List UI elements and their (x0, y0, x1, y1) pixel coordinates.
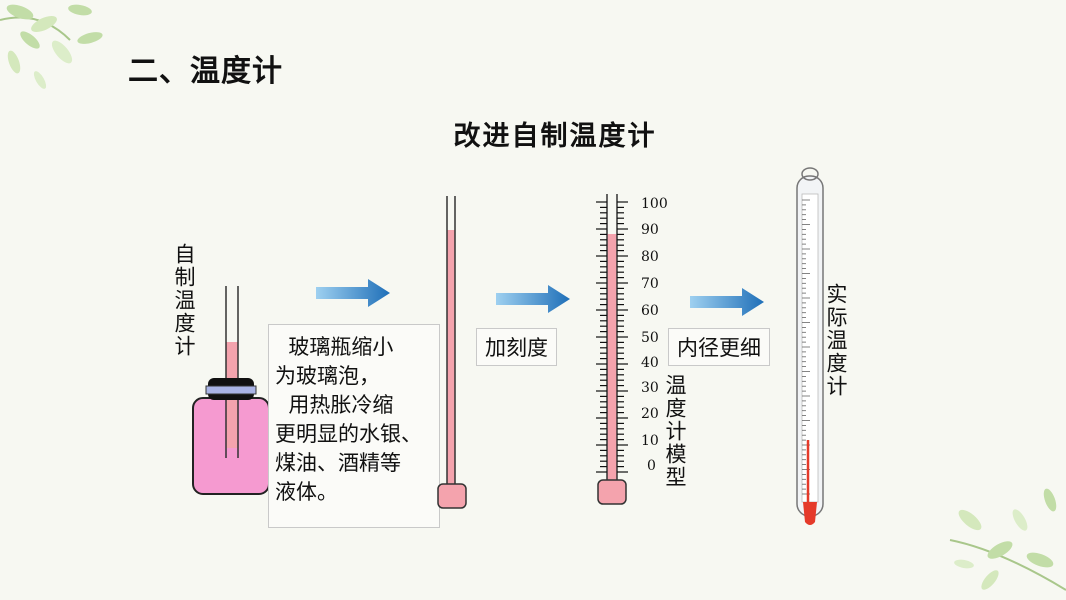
scale-number: 100 (641, 196, 668, 212)
improvement-note-box: 玻璃瓶缩小 为玻璃泡， 用热胀冷缩 更明显的水银、 煤油、酒精等 液体。 (268, 324, 440, 528)
note-line: 更明显的水银、 (275, 422, 422, 446)
arrow-right-icon (496, 285, 570, 313)
thermometer-model-scale (596, 194, 628, 505)
note-line: 玻璃瓶缩小 (275, 335, 394, 359)
homemade-thermometer-label: 自制温度计 (172, 243, 196, 358)
homemade-thermometer-bottle (192, 286, 270, 495)
arrow-right-icon (690, 288, 764, 316)
note-line: 液体。 (275, 480, 338, 504)
note-line: 为玻璃泡， (275, 364, 380, 388)
thinner-bore-box: 内径更细 (668, 328, 770, 366)
glass-tube-thermometer (437, 196, 467, 509)
scale-number: 10 (641, 433, 659, 449)
note-line: 用热胀冷缩 (275, 393, 394, 417)
leaves-decoration-bottom-right (949, 488, 1066, 591)
thermometer-model-label: 温度计模型 (663, 374, 687, 489)
add-scale-box: 加刻度 (476, 328, 557, 366)
arrow-right-icon (316, 279, 390, 307)
scale-number: 50 (641, 330, 659, 346)
scale-numbers: 100 90 80 70 60 50 40 30 20 10 0 (641, 196, 671, 476)
note-line: 煤油、酒精等 (275, 451, 401, 475)
scale-number: 0 (647, 458, 656, 474)
main-title: 改进自制温度计 (453, 121, 657, 152)
scale-number: 20 (641, 406, 659, 422)
real-thermometer-label: 实际温度计 (824, 283, 848, 398)
scale-number: 80 (641, 249, 659, 265)
scale-number: 70 (641, 276, 659, 292)
leaves-decoration-top-left (0, 4, 103, 89)
scale-number: 40 (641, 355, 659, 371)
real-thermometer (796, 167, 824, 525)
scale-number: 60 (641, 303, 659, 319)
scale-number: 30 (641, 380, 659, 396)
section-title: 二、温度计 (128, 54, 283, 89)
scale-number: 90 (641, 222, 659, 238)
